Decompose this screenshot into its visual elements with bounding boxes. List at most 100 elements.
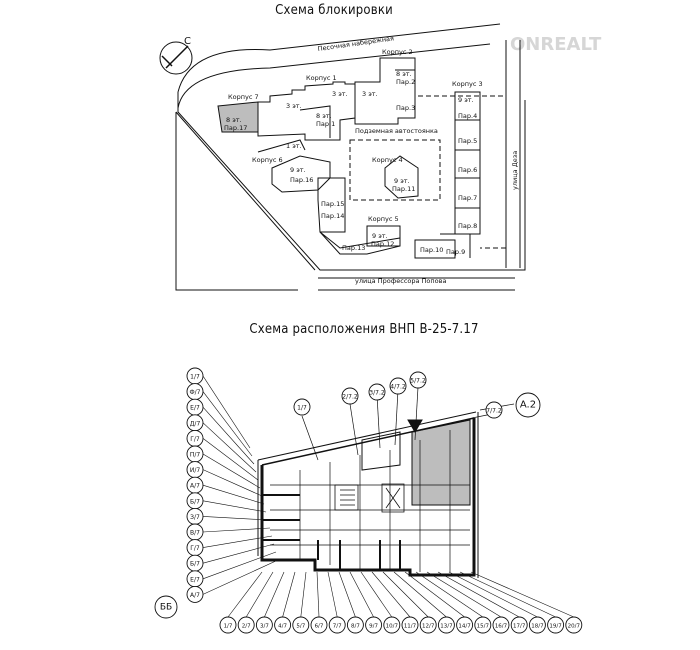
corner-axis-mark: A.2 — [515, 392, 541, 418]
axis-bubble-left-label: Е/7 — [190, 576, 200, 583]
street-dezha: улица Деза — [511, 151, 519, 190]
axis-bubble-left-label: И/7 — [190, 467, 201, 474]
axis-leaders — [301, 386, 515, 461]
building-label-4: Корпус 4 — [372, 156, 403, 164]
axis-leader — [202, 559, 279, 595]
axis-leader — [202, 438, 259, 481]
entrance-label: Пар.5 — [458, 137, 477, 145]
axis-bubble-left-label: 1/7 — [190, 374, 200, 381]
building-label-2: Корпус 2 — [382, 48, 413, 56]
entrance-label: Пар.7 — [458, 194, 477, 202]
site-plan — [159, 23, 526, 291]
floor-label: 8 эт. — [396, 70, 412, 78]
axis-bubble-bottom-label: 6/7 — [315, 624, 324, 630]
axis-leader — [338, 571, 356, 618]
axis-leader — [470, 571, 574, 618]
axis-leader — [202, 453, 261, 489]
axis-bubble-bottom: 16/7 — [492, 616, 510, 634]
floor-label: 3 эт. — [286, 102, 302, 110]
floor-label: 8 эт. — [226, 116, 242, 124]
axis-bubble-left: И/7 — [186, 461, 204, 479]
axis-bubble-bottom-label: 1/7 — [224, 624, 233, 630]
building-label-3: Корпус 3 — [452, 80, 483, 88]
axis-leader — [360, 571, 393, 618]
axis-bubble-top-label: 7/7.2 — [486, 408, 502, 415]
axis-leader — [264, 571, 285, 618]
floor-label: 9 эт. — [458, 96, 474, 104]
entrance-label: Пар.2 — [396, 78, 415, 86]
axis-bubble-left: 1/7 — [186, 367, 204, 385]
axis-bubble-top-label: 1/7 — [297, 405, 307, 412]
axis-bubble-left-label: Б/7 — [190, 498, 200, 505]
axis-bubble-left-label: Г/7 — [190, 545, 200, 552]
axis-bubble-bottom: 9/7 — [365, 616, 383, 634]
floor-label: 9 эт. — [372, 232, 388, 240]
entrance-label: Пар.16 — [290, 176, 313, 184]
axis-leader — [393, 571, 447, 618]
axis-leader — [282, 571, 296, 618]
axis-bubble-bottom-label: 4/7 — [278, 624, 287, 630]
entrance-label: Пар.3 — [396, 104, 415, 112]
floor-label: 9 эт. — [290, 166, 306, 174]
axis-bubble-top-label: 5/7.2 — [410, 378, 426, 385]
axis-leader — [437, 571, 520, 618]
axis-bubble-bottom: 20/7 — [565, 616, 583, 634]
axis-bubble-bottom-label: 10/7 — [386, 624, 399, 630]
axis-leader — [382, 571, 429, 618]
floor-label: 3 эт. — [332, 90, 348, 98]
axis-leader — [202, 516, 269, 521]
axis-bubble-bottom: 6/7 — [310, 616, 328, 634]
axis-bubble-top: 3/7.2 — [368, 383, 386, 401]
axis-bubble-top-label: 3/7.2 — [369, 390, 385, 397]
axis-bubble-bottom-label: 15/7 — [477, 624, 490, 630]
axis-leader — [448, 571, 538, 618]
entrance-label: Пар.10 — [420, 246, 443, 254]
axis-bubble-left: В/7 — [186, 523, 204, 541]
axis-bubble-left-label: Г/7 — [190, 436, 200, 443]
axis-bubble-bottom: 18/7 — [528, 616, 546, 634]
axis-bubble-left-label: А/7 — [190, 592, 200, 599]
block-scheme-title: Схема блокировки — [275, 3, 393, 18]
north-label: С — [184, 36, 191, 47]
axis-bubble-bottom-label: 9/7 — [369, 624, 378, 630]
axis-bubble-left: Ф/7 — [186, 383, 204, 401]
axis-bubble-bottom-label: 17/7 — [513, 624, 526, 630]
axis-bubble-bottom: 8/7 — [346, 616, 364, 634]
entrance-label: Пар.11 — [392, 185, 415, 193]
building-label-7: Корпус 7 — [228, 93, 259, 101]
axis-bubble-bottom-label: 18/7 — [531, 624, 544, 630]
entrance-label: Пар.14 — [321, 212, 344, 220]
axis-leader — [404, 571, 465, 618]
axis-bubble-bottom-label: 7/7 — [333, 624, 342, 630]
axis-bubble-bottom: 4/7 — [274, 616, 292, 634]
axis-bubble-left-label: П/7 — [190, 452, 201, 459]
axis-bubble-left: Е/7 — [186, 398, 204, 416]
axis-bubble-bottom: 1/7 — [219, 616, 237, 634]
axis-bubble-top: 4/7.2 — [389, 377, 407, 395]
axis-bubble-bottom: 5/7 — [292, 616, 310, 634]
axis-leader — [227, 571, 263, 618]
floor-label: 3 эт. — [362, 90, 378, 98]
axis-bubble-bottom: 10/7 — [383, 616, 401, 634]
axis-bubble-left-label: Ф/7 — [189, 389, 200, 396]
axis-bubble-bottom-label: 12/7 — [422, 624, 435, 630]
axis-leader — [202, 500, 267, 513]
bottom-left-axis-mark: ББ — [154, 595, 178, 619]
unit-highlight — [411, 419, 471, 506]
axis-leader — [459, 571, 556, 618]
entrance-label: Пар.13 — [342, 244, 365, 252]
axis-bubble-left: З/7 — [186, 507, 204, 525]
axis-bubble-bottom-label: 11/7 — [404, 624, 417, 630]
axis-bubble-bottom: 13/7 — [437, 616, 455, 634]
entrance-label: Пар.12 — [371, 240, 394, 248]
axis-bubble-bottom-label: 5/7 — [296, 624, 305, 630]
location-scheme-title: Схема расположения ВНП В-25-7.17 — [249, 322, 479, 337]
axis-bubble-left-label: А/7 — [190, 483, 200, 490]
building-label-5: Корпус 5 — [368, 215, 399, 223]
axis-leader — [202, 391, 253, 457]
axis-bubble-bottom: 14/7 — [456, 616, 474, 634]
axis-bubble-bottom-label: 19/7 — [549, 624, 562, 630]
entrance-label: Пар.1 — [316, 120, 335, 128]
axis-bubble-left: Г/7 — [186, 539, 204, 557]
axis-leader — [202, 469, 263, 497]
